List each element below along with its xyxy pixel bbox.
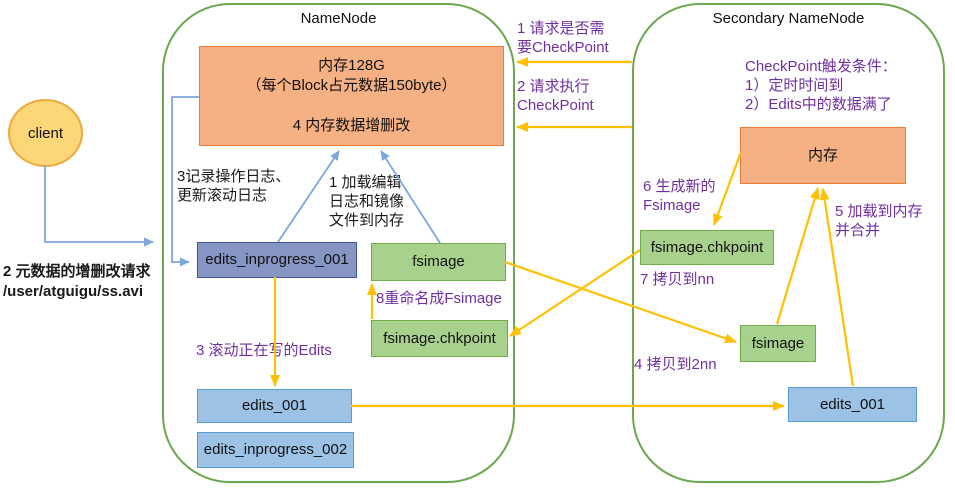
label-client-request: 2 元数据的增删改请求 /user/atguigu/ss.avi — [3, 263, 151, 300]
label-checkpoint-trigger: CheckPoint触发条件： 1）定时时间到 2）Edits中的数据满了 — [745, 58, 897, 113]
arrow-client-request — [44, 165, 154, 247]
label-step7-copy: 7 拷贝到nn — [640, 271, 715, 288]
nn-fsimage-box: fsimage — [371, 243, 506, 281]
secondary-namenode-title: Secondary NameNode — [712, 10, 865, 27]
label-step3-roll: 3 滚动正在写的Edits — [196, 342, 332, 359]
label-step1-request: 1 请求是否需 要CheckPoint — [517, 20, 609, 56]
nn-edits-001-box: edits_001 — [197, 389, 352, 423]
snn-memory-box: 内存 — [740, 127, 906, 184]
label-step5-load: 5 加载到内存 并合并 — [835, 203, 923, 239]
label-step2-request: 2 请求执行 CheckPoint — [517, 78, 594, 114]
label-step4-copy: 4 拷贝到2nn — [634, 356, 717, 373]
snn-fsimage-box: fsimage — [740, 325, 816, 362]
label-step8-rename: 8重命名成Fsimage — [376, 290, 502, 307]
label-step3-record: 3记录操作日志、 更新滚动日志 — [177, 168, 291, 204]
namenode-title: NameNode — [300, 10, 377, 27]
snn-fsimage-chkpoint-box: fsimage.chkpoint — [640, 230, 774, 265]
client-node: client — [8, 99, 83, 167]
label-step6-generate: 6 生成新的 Fsimage — [643, 178, 716, 214]
namenode-container — [162, 3, 515, 483]
nn-memory-box: 内存128G （每个Block占元数据150byte） 4 内存数据增删改 — [199, 46, 504, 146]
nn-edits-inprogress-001-box: edits_inprogress_001 — [197, 242, 357, 278]
nn-fsimage-chkpoint-box: fsimage.chkpoint — [371, 320, 508, 357]
nn-edits-inprogress-002-box: edits_inprogress_002 — [197, 432, 354, 468]
snn-edits-001-box: edits_001 — [788, 387, 917, 422]
secondary-namenode-container — [632, 3, 945, 483]
arrow-step7-copy-to-nn — [509, 249, 641, 337]
label-step1-load: 1 加载编辑 日志和镜像 文件到内存 — [329, 174, 405, 229]
